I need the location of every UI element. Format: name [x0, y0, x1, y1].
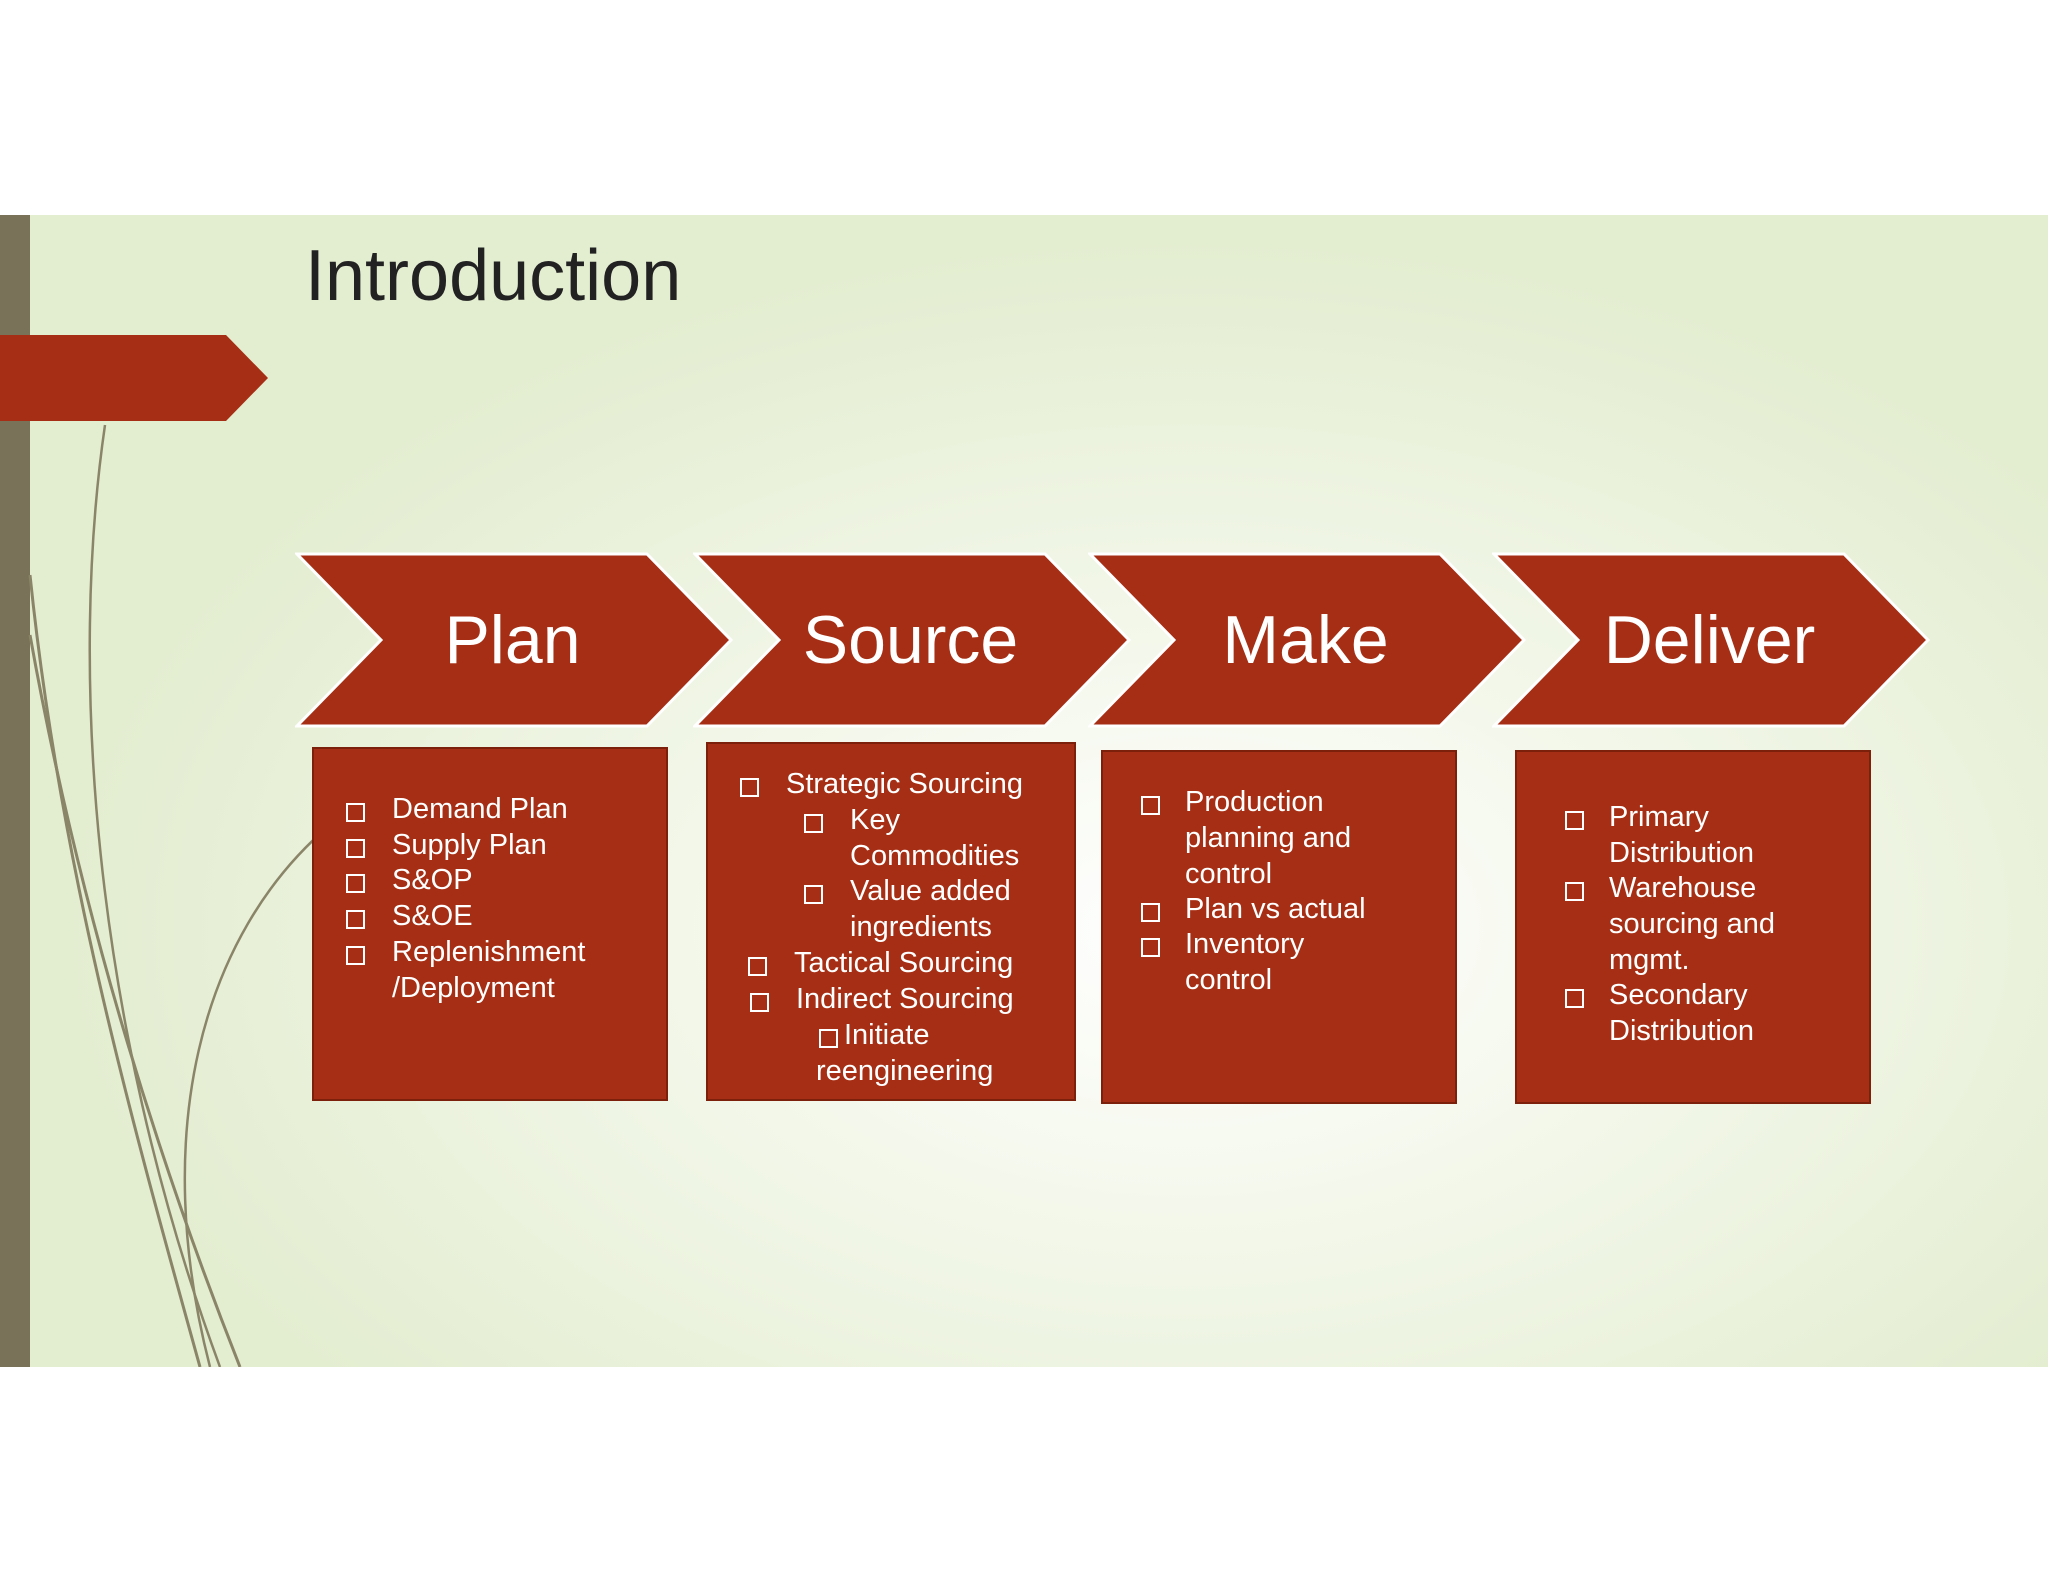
list-item — [346, 793, 365, 829]
checkbox-icon — [819, 1029, 838, 1048]
stage-box-plan: Demand Plan Supply Plan S&OP S&OE Replen… — [312, 747, 668, 1101]
list-item-text: Plan vs actual — [1185, 893, 1366, 925]
checkbox-icon — [740, 778, 759, 797]
list-item-text: Demand Plan — [392, 793, 568, 825]
list-item-text: mgmt. — [1609, 944, 1690, 976]
list-item — [1565, 872, 1584, 908]
list-item — [346, 829, 365, 865]
chevron-make: Make — [1088, 552, 1528, 728]
list-item-text: Secondary — [1609, 979, 1748, 1011]
list-item-text: Production — [1185, 786, 1324, 818]
list-item-text: /Deployment — [392, 972, 555, 1004]
list-item — [804, 804, 823, 840]
list-item-text: planning and — [1185, 822, 1352, 854]
checkbox-icon — [1141, 796, 1160, 815]
list-item-text: Distribution — [1609, 1015, 1755, 1047]
checkbox-icon — [346, 910, 365, 929]
chevron-plan: Plan — [295, 552, 735, 728]
list-item — [748, 947, 767, 983]
list-item-text: Tactical Sourcing — [794, 947, 1014, 979]
list-item — [346, 936, 365, 972]
list-item — [346, 900, 365, 936]
list-item-text: Inventory — [1185, 928, 1305, 960]
list-item-text: Key — [850, 804, 900, 836]
list-item-text: S&OP — [392, 864, 473, 896]
list-item-text: Primary — [1609, 801, 1709, 833]
list-item-text: Initiate — [844, 1019, 930, 1051]
title-arrow-banner — [0, 335, 268, 421]
list-item-text: S&OE — [392, 900, 473, 932]
list-item — [750, 983, 769, 1019]
checkbox-icon — [748, 957, 767, 976]
list-item — [804, 875, 823, 911]
list-item-text: Value added — [850, 875, 1011, 907]
list-item — [346, 864, 365, 900]
list-item-text: Warehouse — [1609, 872, 1757, 904]
list-item-text: Strategic Sourcing — [786, 768, 1023, 800]
checkbox-icon — [346, 946, 365, 965]
checkbox-icon — [1141, 903, 1160, 922]
list-item — [1141, 928, 1160, 964]
checkbox-icon — [804, 814, 823, 833]
slide-title: Introduction — [305, 236, 682, 316]
checkbox-icon — [346, 874, 365, 893]
list-item — [1565, 979, 1584, 1015]
stage-box-deliver: Primary Distribution Warehouse sourcing … — [1515, 750, 1871, 1104]
checkbox-icon — [750, 993, 769, 1012]
list-item-text: control — [1185, 858, 1273, 890]
list-item-text: Commodities — [850, 840, 1020, 872]
stage-box-make: Production planning and control Plan vs … — [1101, 750, 1457, 1104]
stage-label-deliver: Deliver — [1603, 602, 1816, 678]
checkbox-icon — [1141, 938, 1160, 957]
list-item-text: Distribution — [1609, 837, 1755, 869]
list-item-text: Indirect Sourcing — [796, 983, 1014, 1015]
list-item-text: reengineering — [816, 1055, 994, 1087]
list-item-text: ingredients — [850, 911, 992, 943]
stage-label-plan: Plan — [444, 602, 581, 678]
stage-label-source: Source — [802, 602, 1019, 678]
checkbox-icon — [804, 885, 823, 904]
list-item — [819, 1019, 838, 1055]
list-item — [740, 768, 759, 804]
list-item — [1141, 893, 1160, 929]
checkbox-icon — [1565, 882, 1584, 901]
stage-box-source: Strategic Sourcing Key Commodities Value… — [706, 742, 1076, 1101]
list-item — [1565, 801, 1584, 837]
stage-label-make: Make — [1222, 602, 1389, 678]
decorative-curves — [28, 424, 331, 1367]
list-item-text: Replenishment — [392, 936, 586, 968]
list-item-text: sourcing and — [1609, 908, 1776, 940]
slide: Introduction Plan Source Make Deliver De… — [0, 215, 2048, 1367]
checkbox-icon — [346, 839, 365, 858]
list-item — [1141, 786, 1160, 822]
checkbox-icon — [346, 803, 365, 822]
checkbox-icon — [1565, 811, 1584, 830]
chevron-deliver: Deliver — [1492, 552, 1932, 728]
list-item-text: Supply Plan — [392, 829, 547, 861]
checkbox-icon — [1565, 989, 1584, 1008]
chevron-source: Source — [693, 552, 1133, 728]
list-item-text: control — [1185, 964, 1273, 996]
